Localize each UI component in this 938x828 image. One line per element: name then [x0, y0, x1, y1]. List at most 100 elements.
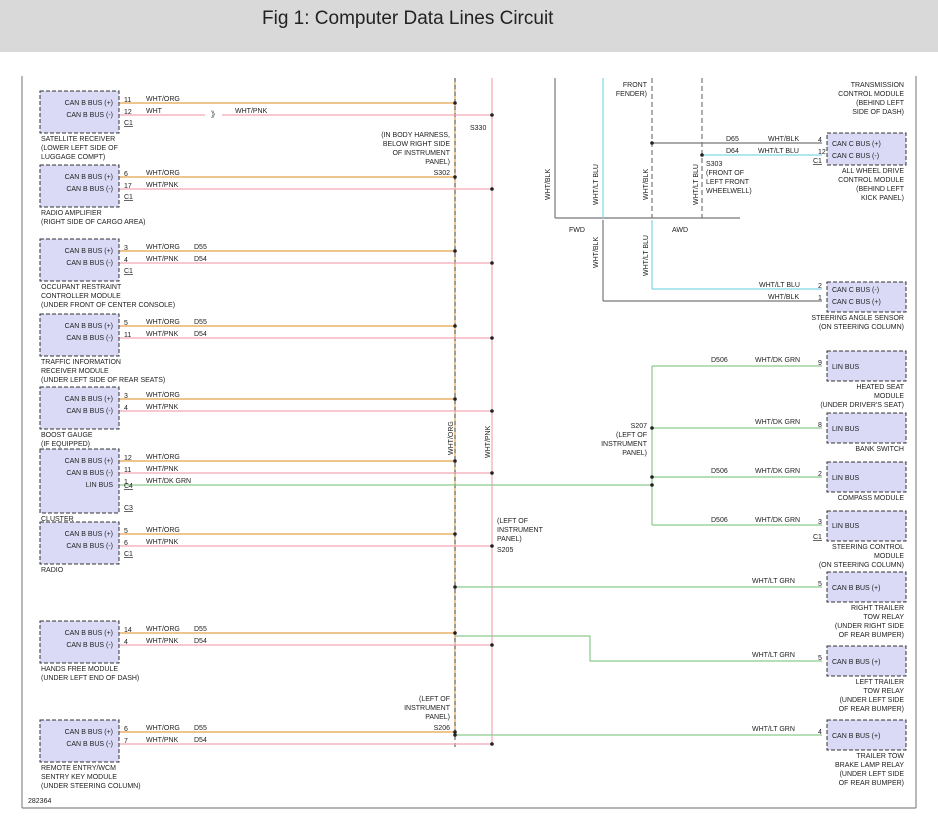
module-hfm: [39, 620, 120, 664]
splice-note: (LEFT OF: [419, 696, 450, 703]
splice-dot: [453, 631, 457, 635]
pin-number: 12: [818, 149, 826, 156]
module-description: SATELLITE RECEIVER: [41, 136, 115, 143]
splice-dot: [453, 730, 457, 734]
pin-number: 4: [818, 729, 822, 736]
module-description: (UNDER DRIVER'S SEAT): [820, 402, 904, 409]
splice-dot: [490, 471, 494, 475]
module-description: ALL WHEEL DRIVE: [842, 168, 904, 175]
wire-color-label: WHT/PNK: [235, 108, 268, 115]
module-description: TOW RELAY: [863, 614, 904, 621]
pin-label: CAN B BUS (-): [66, 260, 113, 267]
wire-color-label: WHT/PNK: [146, 182, 179, 189]
module-description: HANDS FREE MODULE: [41, 666, 118, 673]
splice-dot: [453, 324, 457, 328]
module-description: OF REAR BUMPER): [839, 780, 904, 787]
pin-label: CAN B BUS (+): [65, 396, 113, 403]
pin-label: CAN B BUS (-): [66, 642, 113, 649]
splice-note: S303: [706, 161, 722, 168]
module-description: KICK PANEL): [861, 195, 904, 202]
tcm-description: (BEHIND LEFT: [856, 100, 905, 107]
circuit-label: D54: [194, 331, 207, 338]
wire-color-label: WHT/ORG: [146, 170, 180, 177]
module-description: RADIO AMPLIFIER: [41, 210, 102, 217]
module-description: (ON STEERING COLUMN): [819, 562, 904, 569]
wire-color-label: WHT/LT BLU: [758, 148, 799, 155]
tcm-description: SIDE OF DASH): [852, 109, 904, 116]
splice-dot: [453, 733, 457, 737]
wire-color-label: WHT/ORG: [146, 96, 180, 103]
pin-number: 4: [124, 257, 128, 264]
splice-note: PANEL): [497, 536, 522, 543]
splice-note: S207: [631, 423, 647, 430]
module-description: TOW RELAY: [863, 688, 904, 695]
splice-dot: [700, 153, 704, 157]
module-wcm: [39, 719, 120, 763]
splice-dot: [453, 459, 457, 463]
connector-break: 》: [211, 110, 219, 119]
module-description: (UNDER STEERING COLUMN): [41, 783, 141, 790]
splice-dot: [453, 532, 457, 536]
module-description: MODULE: [874, 393, 904, 400]
circuit-label: D65: [726, 136, 739, 143]
splice-note: INSTRUMENT: [601, 441, 648, 448]
wire-color-label: WHT/PNK: [146, 737, 179, 744]
module-description: (IF EQUIPPED): [41, 441, 90, 448]
pin-number: 4: [818, 137, 822, 144]
pin-label: LIN BUS: [832, 426, 860, 433]
connector-id: C1: [124, 268, 133, 275]
circuit-label: D54: [194, 256, 207, 263]
pin-number: 5: [818, 655, 822, 662]
module-description: REMOTE ENTRY/WCM: [41, 765, 116, 772]
note: FENDER): [616, 91, 647, 98]
splice-note: OF INSTRUMENT: [392, 150, 450, 157]
wire-color-label: WHT/LT BLU: [693, 164, 700, 205]
pin-label: CAN B BUS (+): [65, 630, 113, 637]
pin-number: 5: [124, 528, 128, 535]
module-awd: [826, 132, 907, 166]
module-description: BOOST GAUGE: [41, 432, 93, 439]
wire-color-label: WHT/DK GRN: [755, 468, 800, 475]
module-description: BANK SWITCH: [855, 446, 904, 453]
splice-dot: [490, 113, 494, 117]
splice-dot: [490, 742, 494, 746]
module-description: COMPASS MODULE: [838, 495, 905, 502]
pin-label: CAN B BUS (-): [66, 741, 113, 748]
module-description: LUGGAGE COMPT): [41, 154, 105, 161]
pin-number: 6: [124, 540, 128, 547]
pin-label: CAN B BUS (+): [65, 458, 113, 465]
wire-color-label: WHT/PNK: [146, 331, 179, 338]
wire-color-label: WHT/PNK: [146, 638, 179, 645]
wire-color-label: WHT/DK GRN: [755, 419, 800, 426]
connector-id: C1: [124, 194, 133, 201]
wire-color-label: WHT/BLK: [593, 237, 600, 268]
note: FRONT: [623, 82, 648, 89]
splice-id: S205: [497, 547, 513, 554]
pin-label: CAN B BUS (-): [66, 470, 113, 477]
splice-note: (LEFT OF: [616, 432, 647, 439]
pin-number: 12: [124, 455, 132, 462]
pin-number: 3: [124, 393, 128, 400]
splice-note: INSTRUMENT: [497, 527, 544, 534]
pin-number: 2: [818, 283, 822, 290]
module-description: OF REAR BUMPER): [839, 706, 904, 713]
pin-number: 3: [124, 245, 128, 252]
wire-color-label: WHT/LT BLU: [759, 282, 800, 289]
splice-note: PANEL): [425, 159, 450, 166]
wire-color-label: WHT/BLK: [768, 294, 799, 301]
pin-label: CAN B BUS (+): [65, 100, 113, 107]
wire-color-label: WHT/BLK: [643, 169, 650, 200]
splice-note: WHEELWELL): [706, 188, 752, 195]
pin-label: LIN BUS: [832, 364, 860, 371]
connector-id: C1: [124, 120, 133, 127]
wire-color-label: WHT/LT GRN: [752, 652, 795, 659]
module-compass: [826, 461, 907, 493]
module-tbl: [826, 719, 907, 751]
splice-dot: [490, 643, 494, 647]
module-description: CONTROL MODULE: [838, 177, 904, 184]
pin-number: 14: [124, 627, 132, 634]
pin-label: CAN B BUS (-): [66, 186, 113, 193]
pin-number: 17: [124, 183, 132, 190]
splice-dot: [490, 409, 494, 413]
